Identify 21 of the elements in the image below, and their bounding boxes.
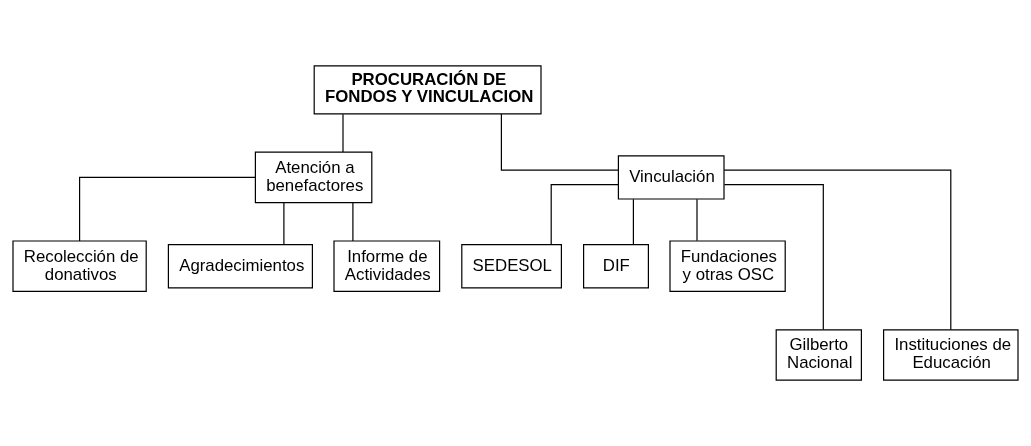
node-box: DIF — [583, 244, 649, 289]
node-box: Atención a benefactores — [254, 151, 373, 204]
node-box: Instituciones de Educación — [883, 329, 1019, 381]
node-box: SEDESOL — [461, 244, 562, 289]
connector — [723, 169, 952, 331]
node-box: Informe de Actividades — [333, 240, 441, 292]
connector — [342, 113, 344, 153]
connector — [500, 113, 619, 171]
node-box: Recolección de donativos — [12, 240, 147, 292]
connector — [550, 184, 619, 245]
connector — [79, 176, 256, 242]
node-box: Fundaciones y otras OSC — [669, 240, 786, 292]
node-box: Vinculación — [617, 155, 725, 200]
connector — [696, 198, 698, 242]
node-box: PROCURACIÓN DE FONDOS Y VINCULACION — [313, 65, 542, 115]
connector — [632, 198, 634, 246]
connector — [352, 202, 354, 242]
node-box: Gilberto Nacional — [775, 329, 862, 381]
connector — [283, 202, 285, 245]
node-box: Agradecimientos — [167, 244, 313, 289]
connector — [723, 184, 824, 331]
